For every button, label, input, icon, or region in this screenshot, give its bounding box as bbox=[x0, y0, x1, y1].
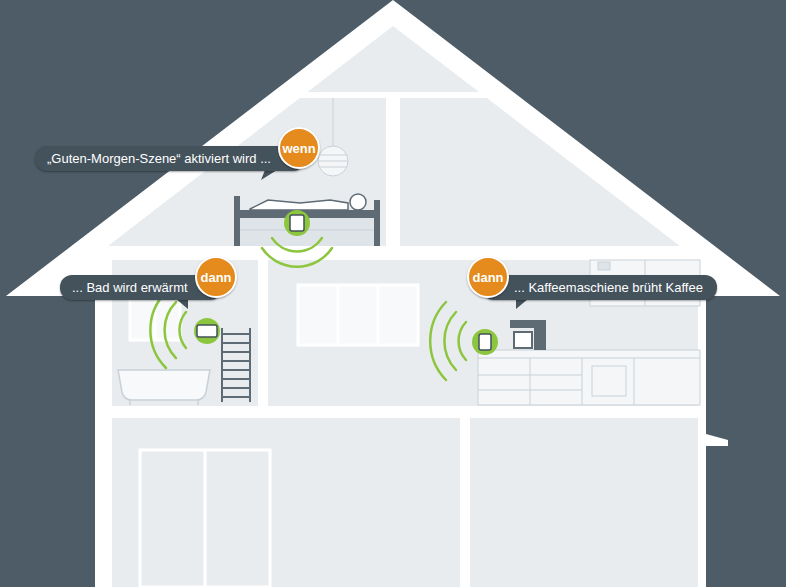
radiator-bar bbox=[222, 396, 250, 398]
radiator bbox=[222, 328, 250, 402]
ground-right bbox=[470, 418, 698, 587]
condition-badge: dann bbox=[467, 256, 509, 298]
callout-tails bbox=[176, 170, 528, 309]
attic-room bbox=[108, 26, 680, 246]
window bbox=[298, 285, 418, 345]
callout-text: ... Bad wird erwärmt bbox=[72, 280, 188, 295]
balcony bbox=[706, 434, 728, 446]
device-coffee bbox=[472, 329, 498, 355]
radiator-bar bbox=[222, 351, 250, 353]
radiator-bars bbox=[222, 334, 250, 397]
badge-text: dann bbox=[200, 270, 231, 285]
door bbox=[140, 450, 270, 587]
badge-text: dann bbox=[472, 270, 503, 285]
person bbox=[250, 194, 366, 210]
device-radiator bbox=[194, 318, 220, 344]
radiator-bar bbox=[222, 333, 250, 335]
device-bed bbox=[284, 210, 310, 236]
bathtub bbox=[118, 370, 210, 405]
lamp bbox=[318, 98, 348, 176]
trigger-callout: „Guten-Morgen-Szene“ aktiviert wird ... bbox=[35, 146, 305, 171]
radiator-bar bbox=[222, 360, 250, 362]
ground-left bbox=[112, 418, 460, 587]
action-callout: ... Kaffeemaschiene brüht Kaffee bbox=[482, 275, 717, 300]
condition-badge: wenn bbox=[278, 127, 320, 169]
coffee-machine bbox=[510, 320, 546, 350]
condition-badge: dann bbox=[195, 256, 237, 298]
house-outline bbox=[6, 0, 780, 587]
radiator-bar bbox=[222, 387, 250, 389]
callout-text: „Guten-Morgen-Szene“ aktiviert wird ... bbox=[47, 151, 271, 166]
attic-wall bbox=[386, 96, 400, 246]
callout-text: ... Kaffeemaschiene brüht Kaffee bbox=[514, 280, 703, 295]
callout-tail bbox=[176, 299, 188, 309]
callout-tail bbox=[261, 170, 277, 180]
kitchen-counter bbox=[478, 350, 700, 405]
attic-beam bbox=[300, 92, 486, 98]
callout-tail bbox=[516, 299, 528, 309]
radiator-bar bbox=[222, 342, 250, 344]
radiator-bar bbox=[222, 369, 250, 371]
radio-waves bbox=[150, 238, 466, 380]
badge-text: wenn bbox=[282, 141, 315, 156]
radiator-bar bbox=[222, 378, 250, 380]
